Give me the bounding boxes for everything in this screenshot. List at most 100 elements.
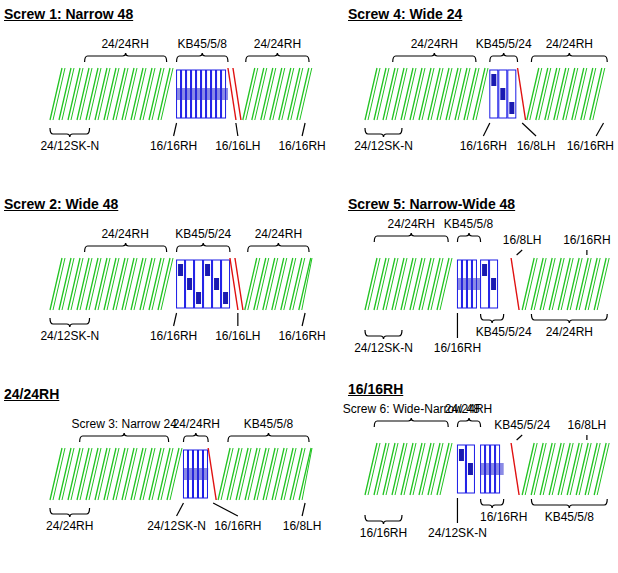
screw-flight [158, 258, 170, 310]
screw-flight [282, 68, 294, 120]
screw-flight [152, 258, 164, 310]
screw-flight [525, 258, 537, 310]
screw-flight [584, 68, 596, 120]
label-bracket [228, 433, 309, 442]
screw-flight [552, 443, 564, 495]
reverse-flight [511, 258, 519, 310]
screw-flight [255, 68, 267, 120]
leader-line [517, 250, 523, 255]
screw-flight [297, 68, 309, 120]
element-label: 24/12SK-N [147, 519, 206, 533]
screw-flight [395, 443, 407, 495]
screw-flight [158, 68, 170, 120]
screw-flight [579, 443, 591, 495]
screw-flight [98, 68, 110, 120]
screw-flight [134, 258, 146, 310]
screw-flight [431, 443, 443, 495]
wide-kneading-disc [508, 70, 516, 118]
screw-flight [299, 258, 311, 310]
leader-line [213, 503, 238, 516]
screw-flight [386, 443, 398, 495]
element-label: 24/12SK-N [354, 341, 413, 355]
element-label: 24/12SK-N [354, 139, 413, 153]
label-bracket [374, 233, 448, 242]
screw-flight [116, 258, 128, 310]
screw-flight [300, 68, 312, 120]
disc-lobe [509, 102, 514, 114]
element-label: 16/16RH [150, 329, 197, 343]
element-label: 24/12SK-N [40, 139, 99, 153]
element-label: 24/24RH [445, 402, 492, 416]
label-bracket [531, 53, 607, 62]
screw-flight [449, 68, 461, 120]
screw-flight [404, 443, 416, 495]
leader-line [237, 313, 238, 326]
wide-kneading-disc [195, 260, 203, 308]
element-label: 16/16RH [360, 526, 407, 540]
screw-flight [440, 443, 452, 495]
screw-flight [377, 443, 389, 495]
screw-flight [275, 258, 287, 310]
screw-flight [557, 68, 569, 120]
element-label: 16/8LH [568, 418, 607, 432]
screw-flight [548, 68, 560, 120]
element-label: KB45/5/24 [476, 325, 532, 339]
screw-flight [167, 448, 179, 500]
element-label: 16/16LH [215, 329, 260, 343]
disc-lobe [459, 449, 464, 461]
label-bracket [177, 53, 228, 62]
screw-flight [386, 258, 398, 310]
disc-lobe [468, 463, 473, 475]
screw-flight [53, 448, 65, 500]
element-label: 24/24RH [546, 325, 593, 339]
label-bracket [183, 433, 208, 442]
label-bracket [365, 330, 402, 339]
screw-flight [368, 258, 380, 310]
screw-flight [221, 448, 233, 500]
screw-flight [570, 258, 582, 310]
wide-kneading-disc [499, 70, 507, 118]
screw-flight [561, 258, 573, 310]
screw-flight [476, 68, 488, 120]
screw-title: Screw 2: Wide 48 [4, 196, 118, 213]
screw-flight [467, 68, 479, 120]
element-label: 24/24RH [388, 217, 435, 231]
screw-flight [299, 448, 311, 500]
label-bracket [50, 508, 90, 517]
screw-flight [230, 448, 242, 500]
label-bracket [481, 499, 504, 508]
element-label: 24/24RH [173, 417, 220, 431]
screw-flight [473, 68, 485, 120]
screw-flight [98, 258, 110, 310]
element-label: KB45/5/24 [175, 227, 231, 241]
screw-flight [597, 258, 609, 310]
screw-flight [590, 68, 602, 120]
element-label: KB45/5/8 [545, 510, 594, 524]
screw-flight [98, 448, 110, 500]
screw-flight [239, 448, 251, 500]
label-bracket [531, 314, 607, 323]
screw-flight [570, 443, 582, 495]
screw-flight [530, 68, 542, 120]
screw-flight [422, 443, 434, 495]
element-label: 16/16RH [214, 519, 261, 533]
screw-flight [107, 258, 119, 310]
leader-line [302, 123, 305, 136]
disc-lobe [205, 264, 210, 276]
screw-flight [246, 68, 258, 120]
screw-flight [543, 258, 555, 310]
element-label: KB45/5/24 [476, 37, 532, 51]
label-bracket [457, 233, 480, 242]
screw-flight [71, 68, 83, 120]
screw-flight [53, 68, 65, 120]
screw-flight [534, 258, 546, 310]
element-label: 16/16RH [567, 139, 614, 153]
label-bracket [365, 128, 402, 137]
element-label: 24/24RH [101, 37, 148, 51]
element-label: 16/16RH [434, 341, 481, 355]
screw-flight [89, 258, 101, 310]
leader-line [522, 123, 536, 136]
screw-title: Screw 4: Wide 24 [348, 6, 462, 23]
reverse-flight [235, 258, 243, 310]
leader-line [483, 123, 489, 136]
